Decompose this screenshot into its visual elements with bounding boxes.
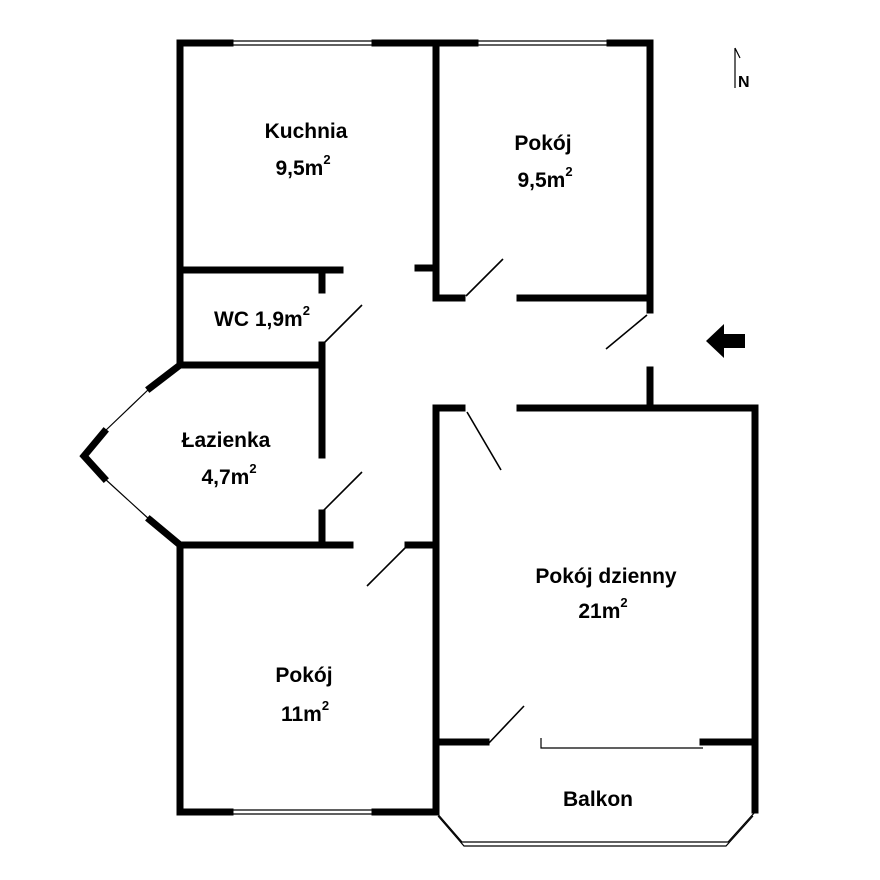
doors[interactable] xyxy=(323,258,648,745)
wall-bay-left-top xyxy=(79,427,109,483)
window-bay-upper xyxy=(103,387,151,433)
room-name-kitchen: Kuchnia xyxy=(265,120,348,143)
window-kitchen xyxy=(230,40,375,46)
balcony-door-frame xyxy=(540,738,703,749)
door-ne-room[interactable] xyxy=(465,258,504,297)
wall-sw-left xyxy=(176,541,234,816)
window-sw-room xyxy=(230,809,375,815)
room-area-ne-room: 9,5m2 xyxy=(517,164,572,192)
door-living[interactable] xyxy=(466,411,502,471)
room-area-sw-room: 11m2 xyxy=(281,698,329,726)
walls xyxy=(79,39,759,816)
room-name-sw-room: Pokój xyxy=(275,664,332,687)
wall-bay-top xyxy=(145,360,185,393)
room-label-wc: WC 1,9m2 xyxy=(214,303,310,331)
compass-label: N xyxy=(738,74,750,91)
room-name-ne-room: Pokój xyxy=(514,132,571,155)
door-entrance[interactable] xyxy=(605,314,648,350)
room-area-kitchen: 9,5m2 xyxy=(275,152,330,180)
room-area-living: 21m2 xyxy=(578,595,627,623)
balcony-outline-inner xyxy=(437,815,754,847)
window-bay-lower xyxy=(103,477,151,521)
room-name-bathroom: Łazienka xyxy=(182,429,271,452)
door-wc[interactable] xyxy=(323,304,363,344)
window-ne-room xyxy=(475,40,610,46)
wall-ne-left-lower xyxy=(432,266,466,302)
room-name-balcony: Balkon xyxy=(563,788,633,811)
room-area-bathroom: 4,7m2 xyxy=(201,461,256,489)
door-sw-room[interactable] xyxy=(366,547,406,587)
wall-bay-bottom xyxy=(145,515,185,550)
balcony-outline xyxy=(435,742,756,843)
wall-living-top xyxy=(516,404,759,814)
room-name-living: Pokój dzienny xyxy=(535,565,677,588)
windows xyxy=(103,40,756,847)
wall-ne-top-right xyxy=(606,39,654,314)
wall-top-left xyxy=(176,39,234,274)
arrow-left-icon xyxy=(706,324,745,358)
door-bathroom[interactable] xyxy=(323,471,363,511)
north-arrow-icon xyxy=(734,47,741,88)
door-balcony[interactable] xyxy=(487,705,525,745)
